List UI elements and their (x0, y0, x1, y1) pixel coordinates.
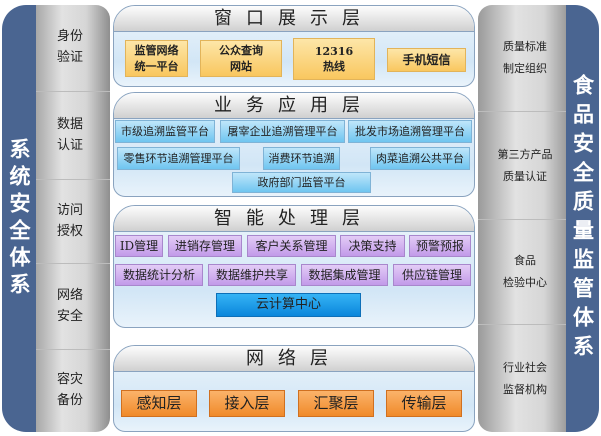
layer-item: 决策支持 (340, 235, 405, 257)
layer-item: 客户关系管理 (247, 235, 336, 257)
supervision-item: 行业社会 监督机构 (503, 360, 547, 396)
layer-item: 消费环节追溯 (263, 147, 340, 170)
layer-item: 感知层 (121, 390, 197, 417)
layer-item: 传输层 (386, 390, 462, 417)
layer-title: 网络层 (114, 346, 474, 372)
layer-item: ID管理 (115, 235, 163, 257)
supervision-item: 第三方产品 质量认证 (478, 112, 572, 220)
security-item: 访问 授权 (30, 180, 110, 264)
supervision-item: 质量标准 制定组织 (478, 5, 572, 112)
left-title: 系统安全体系 (2, 5, 36, 432)
layer-item: 屠宰企业追溯管理平台 (220, 120, 345, 143)
security-item: 容灾 备份 (56, 372, 83, 408)
layer-item: 汇聚层 (298, 390, 374, 417)
layer-item: 市级追溯监管平台 (115, 120, 215, 143)
layer-item: 公众查询 网站 (200, 40, 282, 77)
security-item: 身份 验证 (30, 5, 110, 92)
layer-item: 进销存管理 (168, 235, 242, 257)
layer-item: 供应链管理 (393, 264, 471, 286)
layer-item: 数据维护共享 (208, 264, 296, 286)
layer-title: 智能处理层 (114, 206, 474, 232)
layer-item: 零售环节追溯管理平台 (117, 147, 240, 170)
right-title: 食品安全质量监管体系 (566, 5, 599, 432)
layer-item: 批发市场追溯管理平台 (348, 120, 472, 143)
network-layer: 网络层 (113, 345, 475, 432)
layer-title: 业务应用层 (114, 93, 474, 119)
left-security-column: 身份 验证 数据 认证 访问 授权 网络 安全 容灾 备份 (30, 5, 110, 432)
cloud-computing-center: 云计算中心 (216, 293, 361, 317)
right-supervision-column: 质量标准 制定组织 第三方产品 质量认证 食品 检验中心 行业社会 监督机构 (478, 5, 572, 432)
supervision-item: 食品 检验中心 (478, 220, 572, 325)
layer-item: 预警预报 (409, 235, 471, 257)
security-item: 网络 安全 (30, 264, 110, 350)
layer-item: 数据统计分析 (115, 264, 203, 286)
layer-item: 政府部门监管平台 (232, 172, 371, 193)
security-item: 数据 认证 (30, 92, 110, 180)
layer-item: 手机短信 (387, 48, 466, 72)
layer-item: 肉菜追溯公共平台 (370, 147, 470, 170)
layer-title: 窗口展示层 (114, 6, 474, 32)
layer-item: 监管网络 统一平台 (125, 40, 188, 77)
layer-item: 接入层 (209, 390, 285, 417)
layer-item: 数据集成管理 (301, 264, 388, 286)
layer-item: 12316 热线 (293, 38, 375, 80)
